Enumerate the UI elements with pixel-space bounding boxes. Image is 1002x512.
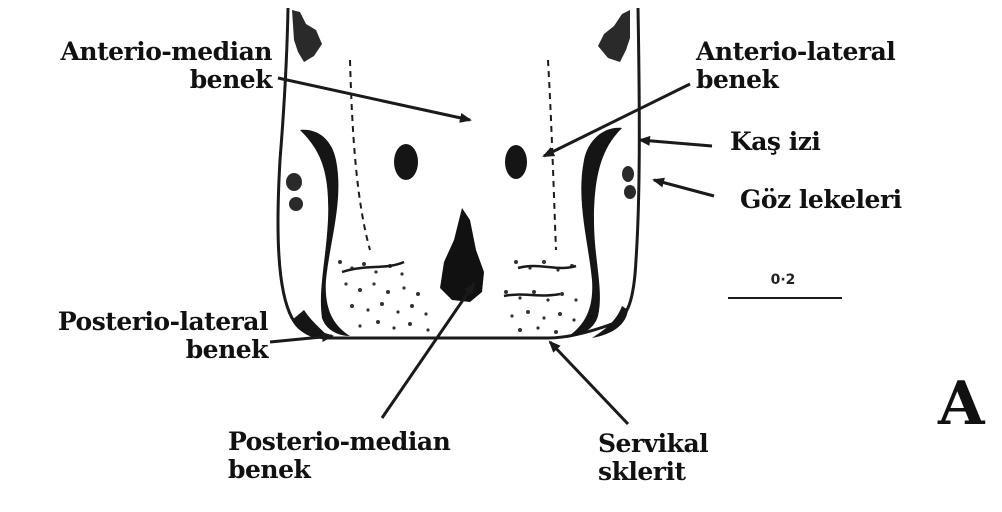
label-anterio-median: Anterio-median benek	[10, 38, 272, 94]
arrow-anterio-median	[278, 78, 470, 120]
posterio-median-spot	[440, 208, 484, 302]
anterior-spots	[394, 144, 527, 180]
label-kas-izi: Kaş izi	[730, 128, 820, 156]
arrow-goz-lekeleri	[654, 180, 714, 196]
right-cheek-band	[566, 128, 628, 338]
label-posterio-median: Posterio-median benek	[228, 428, 450, 484]
label-anterio-lateral: Anterio-lateral benek	[696, 38, 895, 94]
label-servikal-sklerit: Servikal sklerit	[598, 430, 708, 486]
left-cheek-band	[292, 130, 350, 338]
scale-bar-label: 0·2	[748, 272, 818, 288]
label-goz-lekeleri: Göz lekeleri	[740, 186, 902, 214]
stipple-right	[504, 260, 578, 334]
panel-letter: A	[938, 372, 985, 436]
top-tufts	[292, 10, 630, 62]
label-posterio-lateral: Posterio-lateral benek	[10, 308, 268, 364]
arrow-servikal	[550, 342, 628, 424]
arrow-anterio-lateral	[544, 84, 690, 156]
arrow-posterio-median	[382, 284, 474, 418]
arrow-kas-izi	[640, 140, 712, 146]
pointer-arrows	[270, 78, 714, 424]
